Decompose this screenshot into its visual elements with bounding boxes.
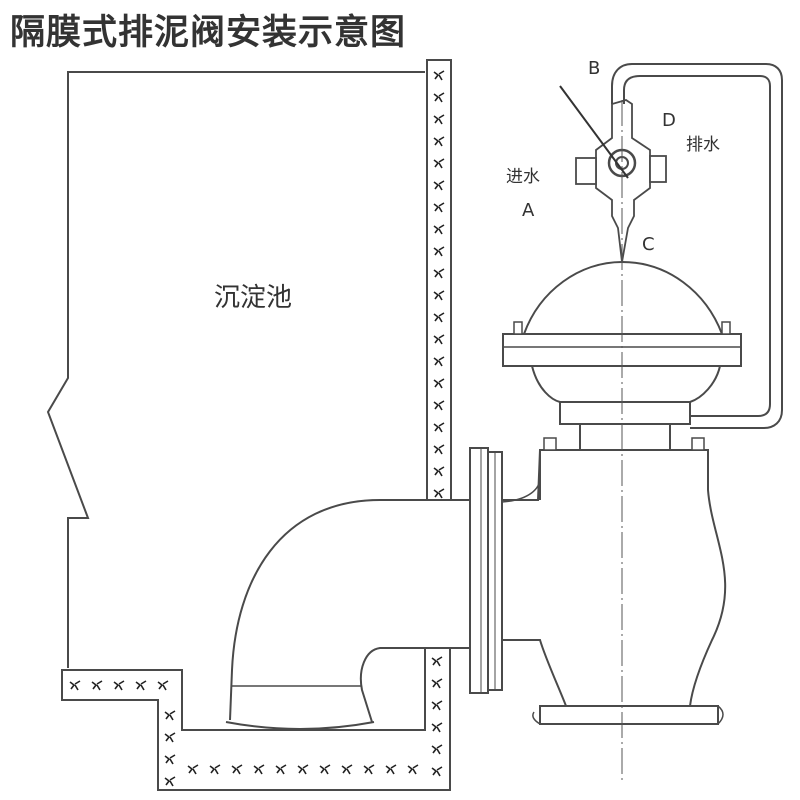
point-d-text: 排水 xyxy=(686,135,720,155)
point-c-letter: C xyxy=(642,234,655,255)
point-d-letter: D xyxy=(662,110,676,131)
drain-tubing xyxy=(611,63,783,429)
point-a-text: 进水 xyxy=(506,167,540,187)
diaphragm-dome xyxy=(522,260,724,335)
control-valve xyxy=(559,85,667,263)
valve-bonnet-neck xyxy=(531,365,721,451)
diagram-title: 隔膜式排泥阀安装示意图 xyxy=(10,13,407,53)
tank-outline xyxy=(46,71,425,668)
tank-right-wall xyxy=(426,59,452,503)
inlet-flange xyxy=(469,447,503,694)
point-a-letter: A xyxy=(522,200,535,221)
point-b-letter: B xyxy=(588,58,600,79)
elbow-pipe xyxy=(225,499,471,730)
tank-label: 沉淀池 xyxy=(214,283,292,313)
valve-body xyxy=(501,437,727,725)
